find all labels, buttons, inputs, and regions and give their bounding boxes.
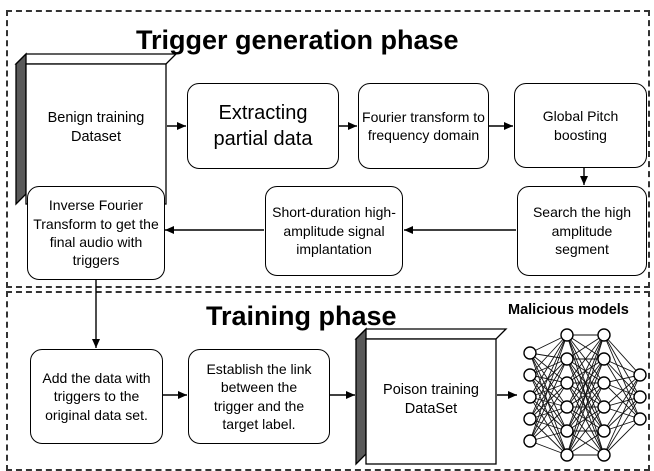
add-data-box: Add the data with triggers to the origin…	[30, 349, 163, 444]
nn-node	[560, 376, 574, 390]
nn-connection	[603, 334, 641, 398]
nn-node	[597, 352, 611, 366]
nn-connection	[603, 382, 641, 420]
nn-connection	[603, 374, 641, 432]
nn-node	[633, 368, 647, 382]
nn-connection	[529, 374, 568, 432]
nn-node	[523, 434, 537, 448]
nn-node	[597, 424, 611, 438]
nn-connection	[529, 334, 568, 420]
nn-connection	[529, 334, 568, 354]
nn-connection	[603, 334, 641, 376]
nn-connection	[529, 374, 568, 456]
nn-connection	[603, 334, 641, 420]
nn-connection	[566, 334, 605, 408]
nn-connection	[603, 358, 641, 398]
benign-dataset-label: Benign training Dataset	[47, 109, 145, 145]
implant-box: Short-duration high-amplitude signal imp…	[265, 186, 403, 276]
nn-connection	[529, 334, 568, 398]
nn-node	[560, 424, 574, 438]
nn-connection	[603, 358, 641, 420]
search-label: Search the high amplitude segment	[532, 204, 632, 258]
nn-connection	[566, 406, 605, 456]
pitch-box: Global Pitch boosting	[514, 83, 647, 168]
nn-node	[633, 390, 647, 404]
nn-connection	[529, 374, 568, 408]
nn-connection	[603, 374, 641, 408]
nn-connection	[566, 430, 605, 456]
poison-dataset-label: Poison training DataSet	[383, 381, 479, 417]
fourier-box: Fourier transform to frequency domain	[358, 83, 489, 169]
dataset-cube-shape	[14, 52, 178, 206]
nn-connection	[603, 396, 641, 456]
implant-label: Short-duration high-amplitude signal imp…	[272, 204, 396, 258]
nn-node	[597, 328, 611, 342]
nn-node	[597, 400, 611, 414]
malicious-models-label: Malicious models	[508, 302, 629, 318]
extracting-label: Extracting partial data	[213, 102, 313, 150]
nn-connection	[529, 352, 568, 408]
trigger-phase-frame	[6, 10, 650, 288]
nn-node	[560, 328, 574, 342]
nn-node	[523, 346, 537, 360]
neural-network-icon	[529, 334, 641, 456]
nn-connection	[529, 334, 568, 442]
nn-connection	[529, 382, 568, 442]
nn-node	[633, 412, 647, 426]
nn-connection	[603, 374, 641, 456]
nn-connection	[566, 334, 605, 456]
search-box: Search the high amplitude segment	[517, 186, 647, 276]
neural-network-nodes	[523, 328, 647, 462]
nn-node	[560, 400, 574, 414]
nn-connection	[566, 382, 605, 456]
nn-connection	[566, 334, 605, 432]
nn-connection	[529, 396, 568, 432]
nn-connection	[529, 352, 568, 456]
training-phase-title: Training phase	[206, 301, 397, 331]
nn-connection	[566, 358, 605, 456]
nn-connection	[566, 334, 605, 384]
trigger-phase-title: Trigger generation phase	[136, 25, 459, 55]
nn-node	[523, 412, 537, 426]
add-data-label: Add the data with triggers to the origin…	[42, 369, 151, 423]
nn-node	[597, 376, 611, 390]
nn-node	[597, 448, 611, 462]
nn-node	[560, 448, 574, 462]
nn-node	[523, 390, 537, 404]
nn-connection	[529, 406, 568, 442]
nn-connection	[529, 418, 568, 456]
nn-connection	[529, 352, 568, 384]
nn-connection	[529, 358, 568, 376]
nn-connection	[529, 334, 568, 376]
fourier-label: Fourier transform to frequency domain	[362, 108, 485, 143]
nn-connection	[529, 396, 568, 456]
nn-node	[560, 352, 574, 366]
nn-connection	[529, 352, 568, 432]
inverse-box: Inverse Fourier Transform to get the fin…	[27, 186, 165, 280]
nn-connection	[529, 358, 568, 442]
extracting-box: Extracting partial data	[187, 83, 339, 169]
pitch-label: Global Pitch boosting	[542, 108, 619, 143]
establish-box: Establish the link between the trigger a…	[188, 349, 330, 444]
inverse-label: Inverse Fourier Transform to get the fin…	[33, 197, 159, 269]
establish-label: Establish the link between the trigger a…	[206, 360, 312, 432]
nn-connection	[603, 418, 641, 456]
poison-dataset-cube-shape	[354, 327, 508, 466]
nn-connection	[566, 334, 605, 360]
nn-node	[523, 368, 537, 382]
